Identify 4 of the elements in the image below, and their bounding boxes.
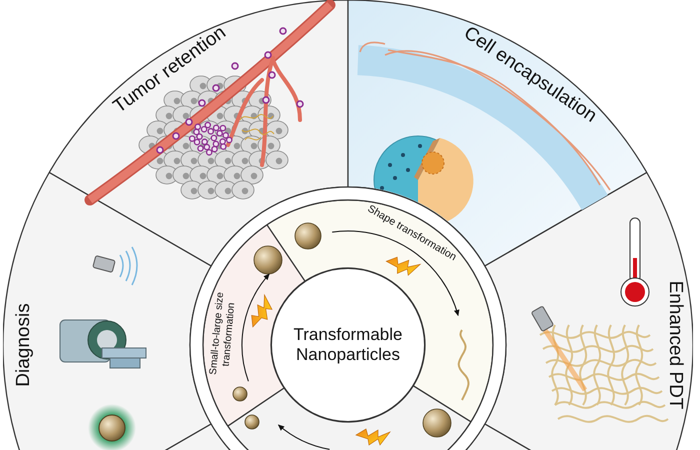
sector-label: Small-to-large size transformation bbox=[206, 290, 238, 378]
sector-label: Enhanced PDT bbox=[664, 280, 686, 412]
center-label: Transformable Nanoparticles bbox=[292, 325, 404, 365]
sector-label: Diagnosis bbox=[13, 302, 35, 389]
